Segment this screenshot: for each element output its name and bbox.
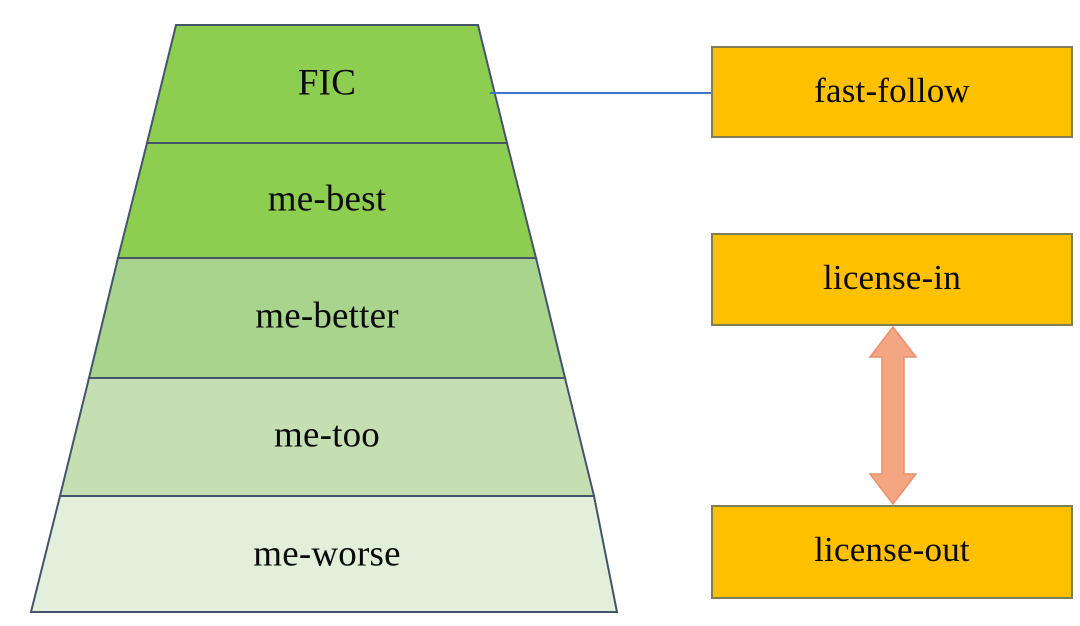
- pyramid-level-fic-label: FIC: [298, 62, 356, 103]
- box-license-out-shape[interactable]: [711, 505, 1073, 599]
- box-license-out[interactable]: license-out: [711, 505, 1073, 599]
- pyramid-level-me-too-label: me-too: [274, 414, 380, 455]
- pyramid-level-me-worse-shape[interactable]: [29, 495, 619, 613]
- box-fast-follow-label: fast-follow: [814, 71, 970, 110]
- box-fast-follow[interactable]: fast-follow: [711, 46, 1073, 138]
- double-arrow-shape: [868, 325, 918, 506]
- pyramid-level-me-worse-label: me-worse: [253, 533, 401, 574]
- double-arrow-icon: [868, 325, 918, 506]
- pyramid-level-me-worse[interactable]: me-worse: [29, 495, 619, 613]
- box-license-in-label: license-in: [823, 258, 961, 297]
- pyramid-level-me-best-label: me-best: [268, 178, 387, 219]
- box-license-out-label: license-out: [814, 530, 970, 569]
- strategy-boxes-group: fast-follow license-in license-out: [711, 46, 1073, 599]
- box-license-in[interactable]: license-in: [711, 233, 1073, 326]
- pyramid-level-me-too[interactable]: me-too: [58, 377, 596, 497]
- pyramid-group: FIC me-best me-better me-too me-worse: [29, 24, 619, 613]
- pyramid-level-fic[interactable]: FIC: [145, 24, 509, 144]
- box-fast-follow-shape[interactable]: [711, 46, 1073, 138]
- pyramid-level-me-better[interactable]: me-better: [87, 257, 567, 379]
- pyramid-level-me-better-label: me-better: [255, 295, 399, 336]
- pyramid-level-me-best[interactable]: me-best: [116, 142, 538, 259]
- box-license-in-shape[interactable]: [711, 233, 1073, 326]
